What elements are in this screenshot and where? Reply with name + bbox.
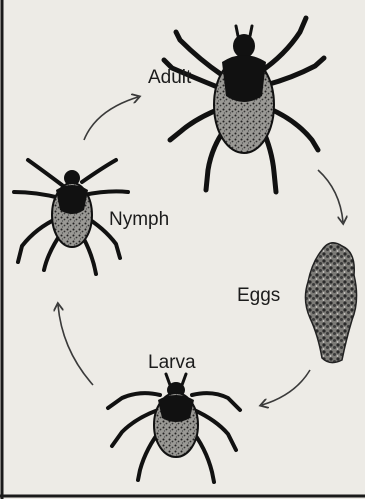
label-larva: Larva [148,352,196,374]
label-nymph: Nymph [109,209,169,231]
label-adult: Adult [148,67,191,89]
arrow-larva-to-nymph [58,305,93,385]
larva-tick-illustration [108,374,240,482]
arrow-eggs-to-larva [262,370,310,405]
egg-cluster-illustration [305,243,356,363]
arrow-adult-to-eggs [318,170,343,222]
adult-tick-illustration [164,18,324,192]
label-eggs: Eggs [237,285,280,307]
arrow-nymph-to-adult [84,97,138,140]
